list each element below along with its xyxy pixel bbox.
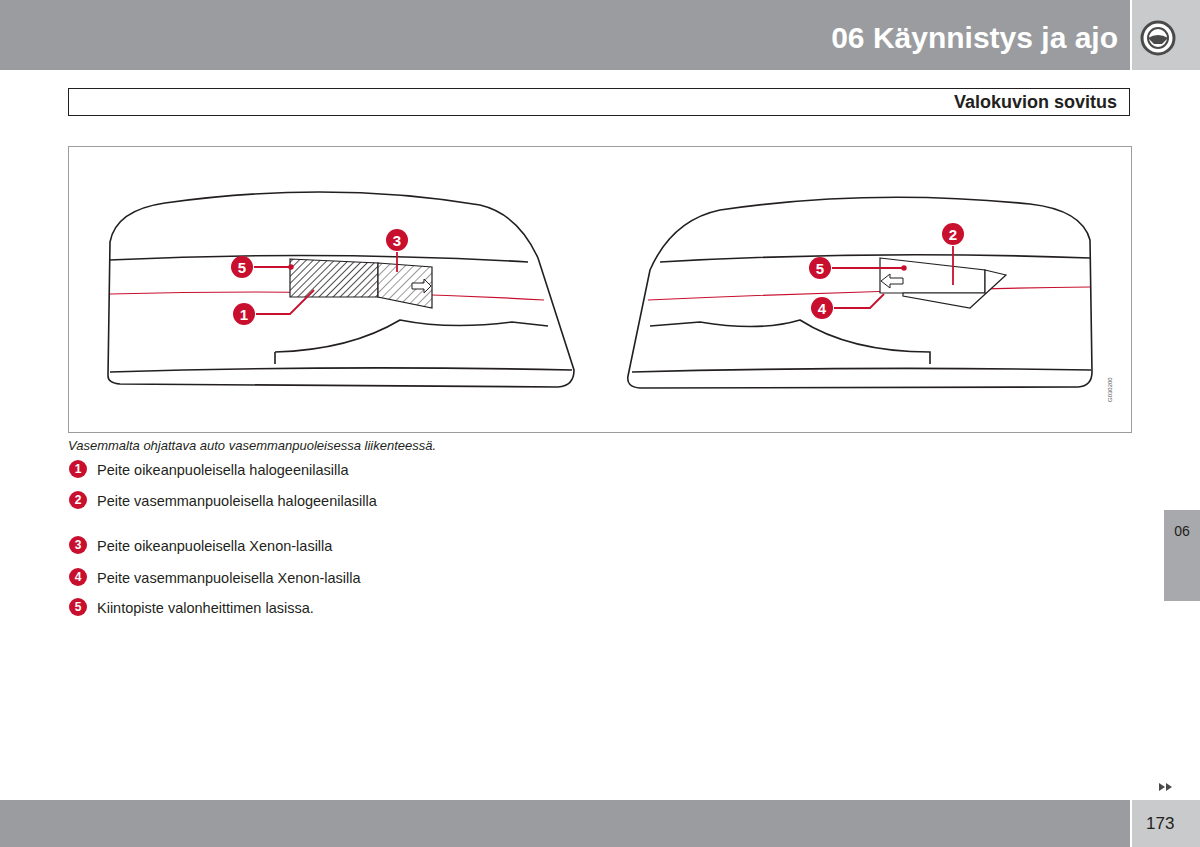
callout-digit: 5 [816, 261, 824, 276]
footer-bar [0, 800, 1130, 847]
leader-lines [256, 290, 314, 314]
header-bar [0, 0, 1130, 70]
halogen-cover-right-lens [290, 259, 378, 297]
callout-digit: 3 [393, 233, 401, 248]
left-headlamp [110, 368, 572, 372]
leader-lines [902, 266, 906, 270]
halogen-cover-left-lens [880, 258, 985, 293]
figure-frame [69, 147, 1132, 433]
right-headlamp [650, 320, 930, 364]
right-headlamp [632, 368, 1091, 372]
left-headlamp [108, 192, 574, 387]
left-headlamp [275, 320, 548, 364]
callout-number: 5 [231, 256, 253, 278]
xenon-cover-left-lens [881, 270, 1006, 308]
chapter-title: 06 Käynnistys ja ajo [831, 18, 1118, 58]
continue-marker [1166, 783, 1172, 791]
right-headlamp [628, 197, 1092, 388]
footer-bar [1132, 800, 1200, 847]
drawing-number: G030200 [1107, 377, 1114, 402]
xenon-cover-left-lens [903, 270, 1006, 308]
left-headlamp [108, 192, 574, 387]
leader-lines [289, 265, 293, 269]
callout-number: 5 [69, 598, 87, 616]
callout-number: 5 [809, 257, 831, 279]
figure-frame [69, 147, 1132, 433]
xenon-cover-left-lens [881, 274, 903, 288]
callout-number: 3 [69, 536, 87, 554]
leader-lines [832, 267, 903, 269]
callout-number: 3 [386, 229, 408, 251]
leader-lines [834, 294, 884, 308]
footer-bar [0, 800, 1200, 847]
node-text: Valokuvion sovitus [954, 92, 1117, 112]
callout-digit: 4 [75, 571, 82, 583]
chapter-tab-number: 06 [1164, 518, 1200, 544]
xenon-cover-right-lens [378, 263, 432, 308]
right-headlamp [648, 287, 1090, 300]
xenon-cover-right-lens [378, 263, 432, 308]
header-bar [0, 0, 1200, 70]
callout-digit: 5 [75, 601, 82, 613]
callout-digit: 2 [949, 227, 957, 242]
halogen-cover-left-lens [880, 258, 985, 293]
node-text: 06 [1174, 523, 1190, 539]
steering-wheel-icon [1148, 28, 1168, 48]
header-bar [1132, 0, 1200, 70]
callout-digit: 1 [240, 307, 248, 322]
halogen-cover-right-lens [290, 259, 378, 297]
callout-number: 1 [69, 460, 87, 478]
legend-description: Kiintopiste valonheittimen lasissa. [97, 598, 437, 618]
callout-number: 4 [69, 568, 87, 586]
callout-number: 2 [942, 223, 964, 245]
continue-marker [1159, 783, 1165, 791]
callout-digit: 4 [818, 301, 826, 316]
chapter-tab [1164, 510, 1200, 601]
steering-wheel-icon [1142, 22, 1174, 54]
callout-digit: 1 [75, 463, 82, 475]
steering-wheel-icon [1148, 35, 1168, 44]
leader-lines [254, 266, 290, 268]
legend-description: Peite vasemmanpuoleisella halogeenilasil… [97, 491, 387, 511]
leader-lines [952, 246, 954, 285]
callout-number: 1 [233, 303, 255, 325]
leader-lines [396, 252, 398, 272]
legend-description: Peite oikeanpuoleisella Xenon-lasilla [97, 536, 437, 556]
continue-marker [1159, 783, 1172, 791]
right-headlamp [660, 255, 1090, 262]
callout-number: 4 [811, 297, 833, 319]
callout-digit: 3 [75, 539, 82, 551]
callout-digit: 5 [238, 260, 246, 275]
steering-wheel-icon [1142, 22, 1174, 54]
chapter-tab [1164, 510, 1200, 601]
callout-digit: 2 [75, 494, 82, 506]
figure-caption: Vasemmalta ohjattava auto vasemmanpuolei… [68, 437, 436, 455]
legend-description: Peite vasemmanpuoleisella Xenon-lasilla [97, 568, 437, 588]
legend-description: Peite oikeanpuoleisella halogeenilasilla [97, 460, 437, 480]
leader-lines [254, 246, 953, 314]
right-headlamp [628, 197, 1092, 388]
callout-number: 2 [69, 491, 87, 509]
section-heading-box: Valokuvion sovitus [68, 88, 1130, 116]
xenon-cover-right-lens [412, 279, 431, 293]
page-number: 173 [1146, 814, 1174, 834]
